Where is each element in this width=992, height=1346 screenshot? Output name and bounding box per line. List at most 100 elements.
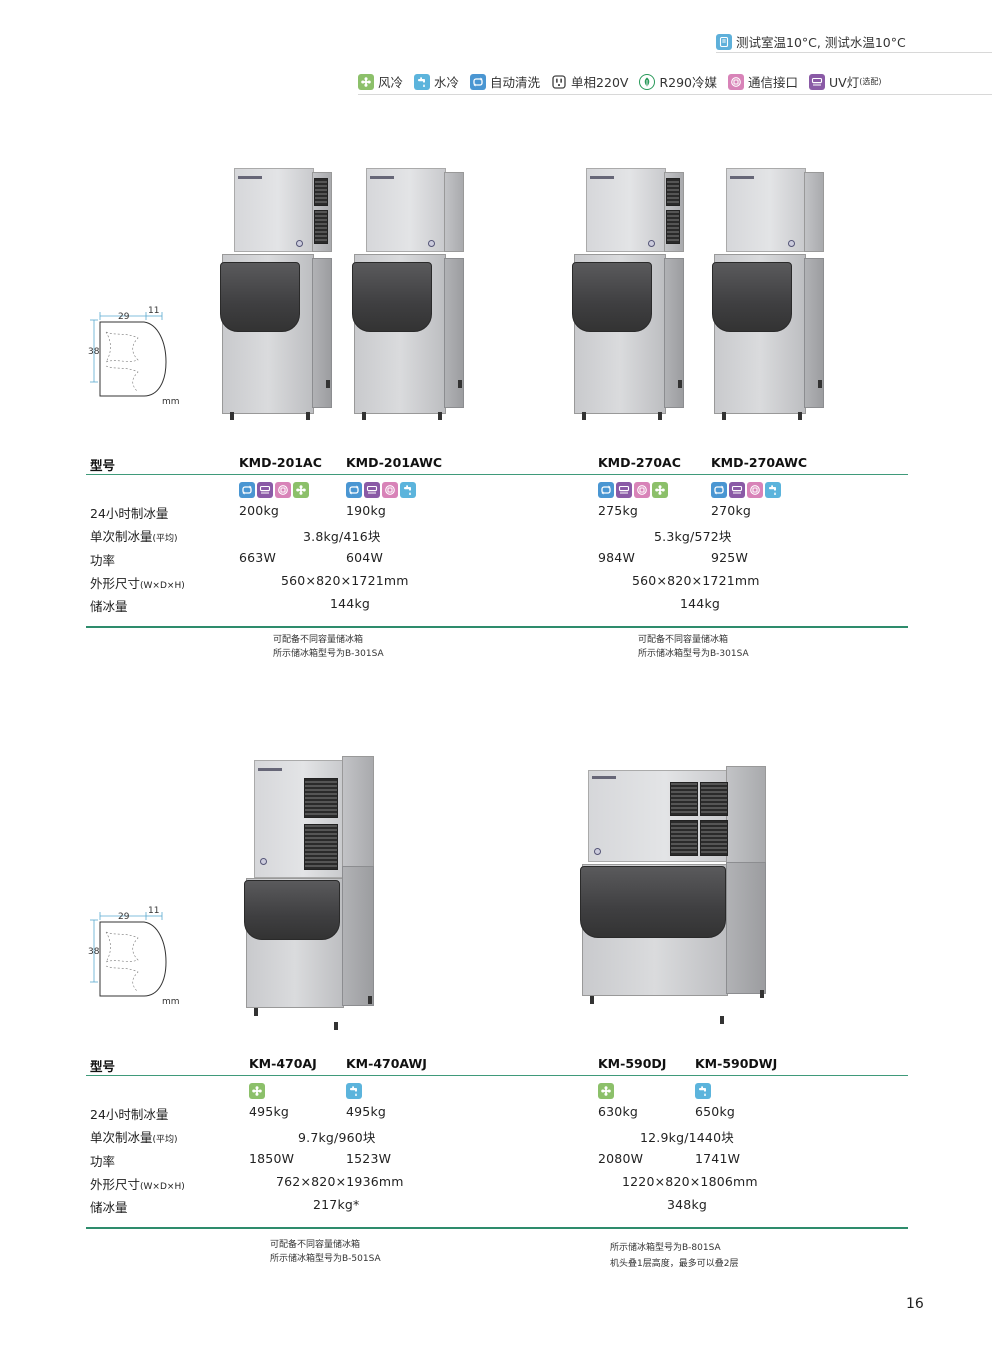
test-condition-text: 测试室温10°C, 测试水温10°C [736, 35, 906, 50]
uv-lamp-icon [257, 482, 273, 498]
footnote-group-b: 可配备不同容量储冰箱 所示储冰箱型号为B-301SA [638, 635, 749, 659]
cell-capacity: 275kg [598, 503, 639, 518]
model-name: KM-590DWJ [695, 1056, 778, 1071]
cell-power: 1850W [249, 1151, 295, 1166]
model-name: KMD-201AC [239, 455, 322, 470]
feature-icons-kmd-201ac [239, 482, 311, 498]
table1-bottom-rule [86, 626, 908, 628]
row-label-dims: 外形尺寸(W×D×H) [90, 1177, 185, 1192]
feature-icons-kmd-201awc [346, 482, 418, 498]
cell-capacity: 190kg [346, 503, 387, 518]
cell-capacity: 270kg [711, 503, 752, 518]
table1-top-rule [86, 474, 908, 475]
comm-port-icon [275, 482, 291, 498]
row-label-batch: 单次制冰量(平均) [90, 529, 178, 544]
row-label-storage: 储冰量 [90, 1200, 128, 1215]
water-tap-icon [414, 73, 431, 90]
section1-model-label: 型号 [90, 458, 116, 473]
cube-depth: 11 [148, 906, 159, 916]
cell-batch: 3.8kg/416块 [303, 529, 381, 544]
test-condition: 测试室温10°C, 测试水温10°C [716, 32, 906, 51]
row-label-batch: 单次制冰量(平均) [90, 1130, 178, 1145]
comm-port-icon [634, 482, 650, 498]
cube-unit: mm [162, 397, 180, 407]
model-name: KM-590DJ [598, 1056, 667, 1071]
legend-air-cooled: 风冷 [358, 72, 403, 91]
header-divider-1 [716, 52, 992, 53]
model-name: KMD-201AWC [346, 455, 443, 470]
cube-width: 29 [118, 912, 130, 922]
fan-icon [652, 482, 668, 498]
cell-power: 1741W [695, 1151, 741, 1166]
auto-clean-icon [239, 482, 255, 498]
cell-storage: 217kg* [313, 1197, 360, 1212]
section2-model-label: 型号 [90, 1059, 116, 1074]
cube-height: 38 [88, 347, 100, 357]
water-tap-icon [765, 482, 781, 498]
r290-leaf-icon [639, 73, 656, 90]
cell-batch: 12.9kg/1440块 [640, 1130, 734, 1145]
cell-power: 2080W [598, 1151, 644, 1166]
water-tap-icon [400, 482, 416, 498]
cell-dims: 560×820×1721mm [632, 573, 760, 588]
row-label-power: 功率 [90, 553, 116, 568]
cell-capacity: 630kg [598, 1104, 639, 1119]
feature-icons-km-470aj [249, 1083, 267, 1099]
model-name: KMD-270AWC [711, 455, 808, 470]
uv-lamp-icon [729, 482, 745, 498]
cube-depth: 11 [148, 306, 159, 316]
table2-bottom-rule [86, 1227, 908, 1229]
water-tap-icon [695, 1083, 711, 1099]
uv-lamp-icon [809, 73, 826, 90]
cell-power: 925W [711, 550, 749, 565]
cell-power: 984W [598, 550, 636, 565]
cell-capacity: 650kg [695, 1104, 736, 1119]
model-name: KM-470AWJ [346, 1056, 427, 1071]
cube-unit: mm [162, 997, 180, 1007]
legend-auto-clean: 自动清洗 [470, 72, 540, 91]
auto-clean-icon [346, 482, 362, 498]
footnote-group-b: 所示储冰箱型号为B-801SA 机头叠1层高度，最多可以叠2层 [610, 1243, 739, 1269]
model-name: KM-470AJ [249, 1056, 317, 1071]
fan-icon [598, 1083, 614, 1099]
page-number: 16 [906, 1296, 924, 1312]
temperature-icon [716, 33, 732, 50]
auto-clean-icon [711, 482, 727, 498]
row-label-capacity: 24小时制冰量 [90, 506, 169, 521]
cell-dims: 1220×820×1806mm [622, 1174, 758, 1189]
feature-icons-kmd-270awc [711, 482, 783, 498]
legend-water-cooled: 水冷 [414, 72, 459, 91]
legend-comm-port: 通信接口 [728, 72, 798, 91]
legend-r290: R290冷媒 [639, 72, 717, 91]
ice-cube-diagram-2: 29 11 38 mm [88, 906, 180, 1007]
water-tap-icon [346, 1083, 362, 1099]
feature-legend: 风冷 水冷 自动清洗 单相220V R290冷媒 通信接口 UV灯(选配) [358, 72, 881, 91]
footnote-group-a: 可配备不同容量储冰箱 所示储冰箱型号为B-501SA [270, 1240, 381, 1264]
cell-capacity: 495kg [346, 1104, 387, 1119]
cell-dims: 762×820×1936mm [276, 1174, 404, 1189]
row-label-capacity: 24小时制冰量 [90, 1107, 169, 1122]
uv-lamp-icon [616, 482, 632, 498]
ice-cube-diagram-1: 29 11 38 mm [88, 306, 180, 407]
comm-port-icon [728, 73, 745, 90]
comm-port-icon [747, 482, 763, 498]
feature-icons-km-590dwj [695, 1083, 713, 1099]
auto-clean-icon [470, 73, 487, 90]
cell-power: 663W [239, 550, 277, 565]
cube-width: 29 [118, 312, 130, 322]
fan-icon [249, 1083, 265, 1099]
table2-top-rule [86, 1075, 908, 1076]
cell-storage: 144kg [330, 596, 371, 611]
cell-capacity: 495kg [249, 1104, 290, 1119]
cell-batch: 9.7kg/960块 [298, 1130, 376, 1145]
header-divider-2 [358, 94, 992, 95]
cell-storage: 348kg [667, 1197, 708, 1212]
cell-power: 604W [346, 550, 384, 565]
model-name: KMD-270AC [598, 455, 681, 470]
comm-port-icon [382, 482, 398, 498]
legend-single-phase: 单相220V [551, 72, 628, 91]
feature-icons-kmd-270ac [598, 482, 670, 498]
row-label-dims: 外形尺寸(W×D×H) [90, 576, 185, 591]
footnote-group-a: 可配备不同容量储冰箱 所示储冰箱型号为B-301SA [273, 635, 384, 659]
row-label-storage: 储冰量 [90, 599, 128, 614]
